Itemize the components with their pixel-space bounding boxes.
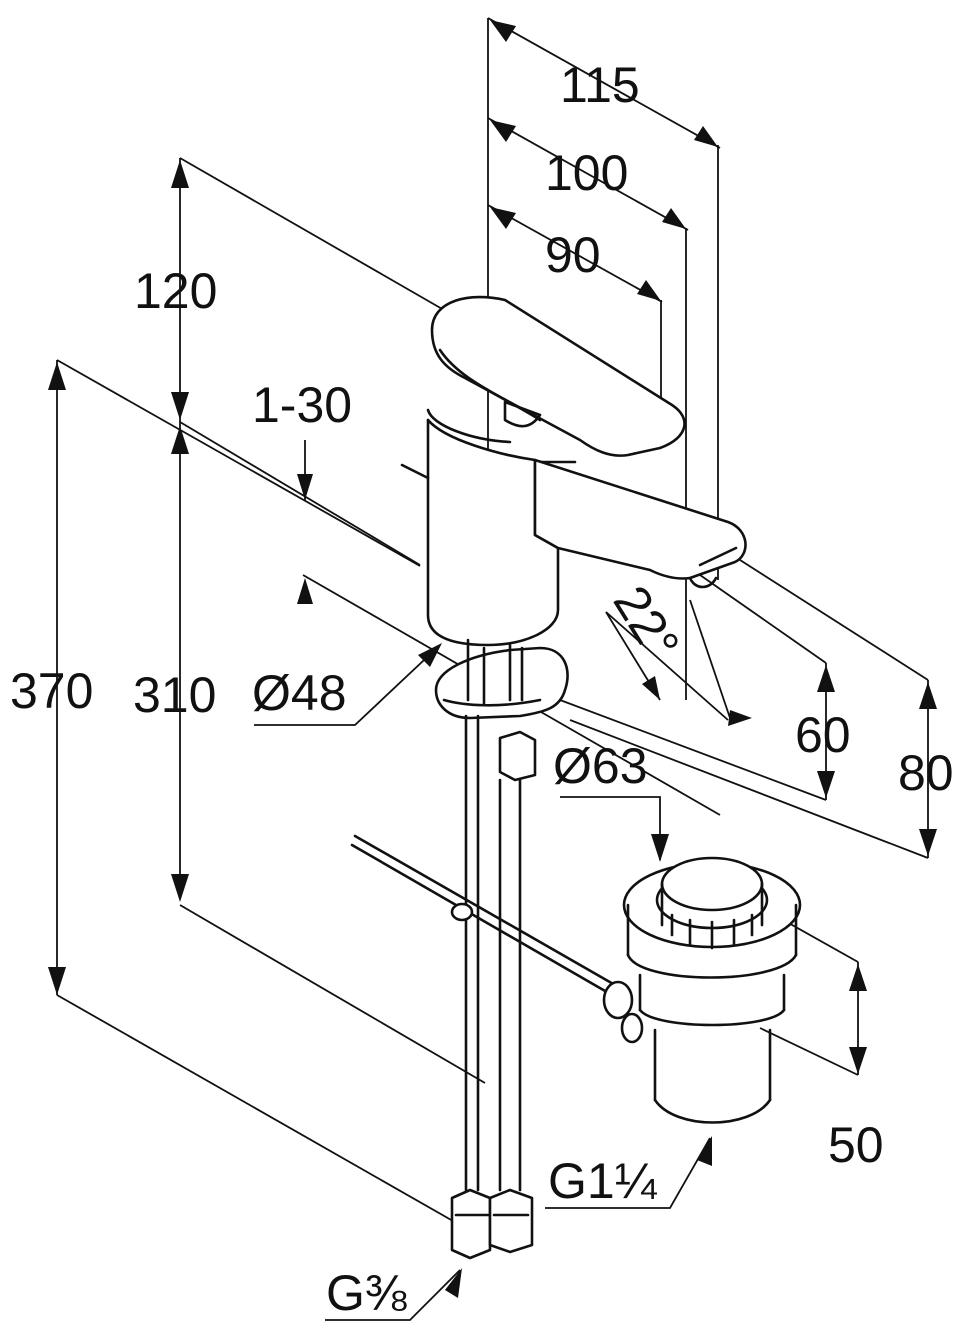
label-1-30: 1-30 <box>252 377 352 433</box>
dimension-arrows <box>48 20 937 1298</box>
faucet <box>350 295 747 1260</box>
label-60: 60 <box>795 707 851 763</box>
pop-up-waste <box>602 856 802 1124</box>
label-90: 90 <box>545 227 601 283</box>
label-angle-22: 22° <box>603 576 691 670</box>
label-370: 370 <box>10 663 93 719</box>
label-80: 80 <box>898 745 954 801</box>
label-50: 50 <box>828 1117 884 1173</box>
dimension-labels: 115 100 90 120 1-30 370 310 Ø48 22° 60 8… <box>10 57 954 1321</box>
label-diameter-48: Ø48 <box>252 665 347 721</box>
label-thread-g3-8: G⅜ <box>326 1265 407 1321</box>
dimension-lines <box>56 17 929 1321</box>
label-100: 100 <box>545 145 628 201</box>
label-120: 120 <box>134 263 217 319</box>
label-115: 115 <box>560 57 640 113</box>
label-310: 310 <box>133 667 216 723</box>
label-diameter-63: Ø63 <box>553 738 648 794</box>
label-thread-g1-1-4: G1¼ <box>548 1153 658 1209</box>
